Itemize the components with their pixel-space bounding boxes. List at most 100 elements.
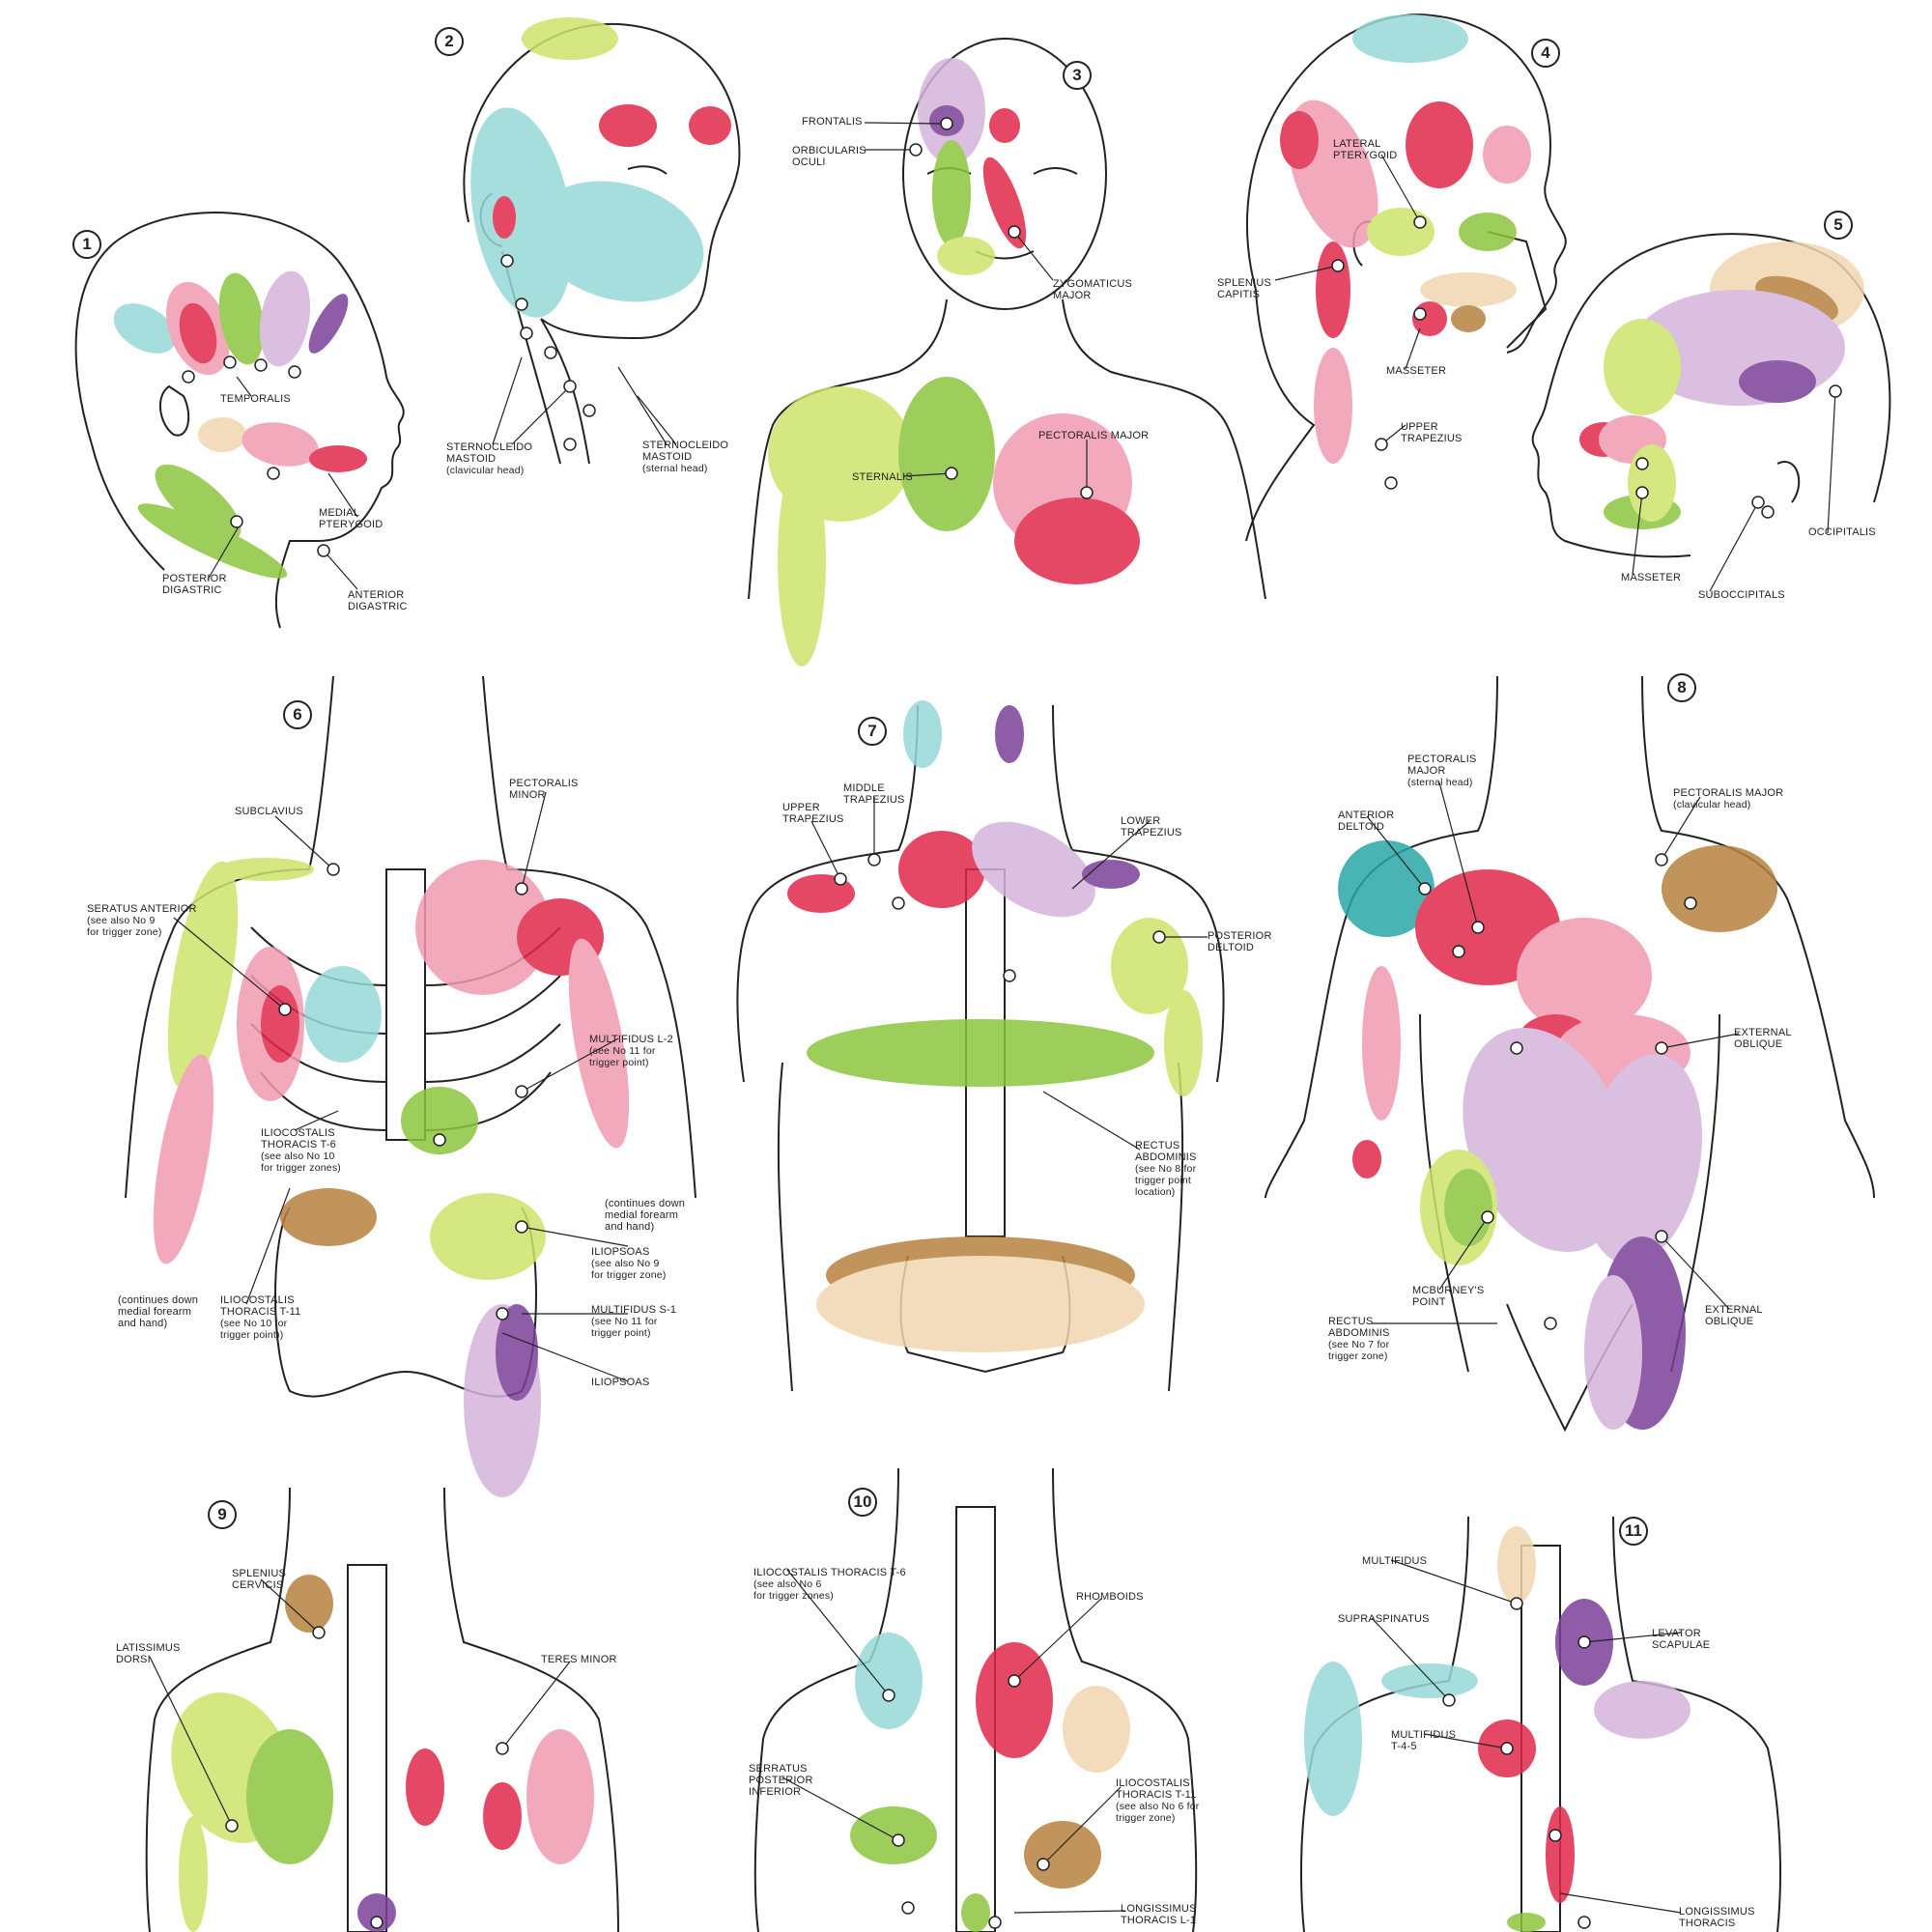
trigger-point-dot <box>1152 930 1166 944</box>
referral-zone <box>1063 1686 1130 1773</box>
leader-line <box>1709 501 1759 592</box>
leader-line <box>1583 1632 1682 1643</box>
referral-zone <box>357 1893 396 1932</box>
figure-number-9: 9 <box>208 1500 237 1529</box>
referral-zone <box>1352 14 1468 63</box>
trigger-point-dot <box>1384 476 1398 490</box>
trigger-point-dot <box>433 1133 446 1147</box>
leader-line <box>1438 781 1479 928</box>
figure-number-10: 10 <box>848 1488 877 1517</box>
referral-zone <box>415 860 551 995</box>
referral-zone <box>1111 918 1188 1014</box>
leader-line <box>864 122 943 125</box>
leader-line <box>1013 1598 1102 1682</box>
trigger-point-dot <box>1037 1858 1050 1871</box>
trigger-point-dot <box>223 355 237 369</box>
label-lateral-pterygoid: LATERAL PTERYGOID <box>1333 138 1398 161</box>
figure-number-2: 2 <box>435 27 464 56</box>
figure-number-7: 7 <box>858 717 887 746</box>
referral-zone <box>304 966 382 1063</box>
trigger-point-dot <box>1510 1041 1523 1055</box>
trigger-point-dot <box>1375 438 1388 451</box>
label-iliocostalis-t6-10: ILIOCOSTALIS THORACIS T-6(see also No 6 … <box>753 1567 906 1602</box>
trigger-point-dot <box>1331 259 1345 272</box>
trigger-point-dot <box>515 1220 528 1234</box>
label-anterior-digastric: ANTERIOR DIGASTRIC <box>348 589 408 612</box>
label-orbicularis-oculi: ORBICULARIS OCULI <box>792 145 867 168</box>
label-rhomboids: RHOMBOIDS <box>1076 1591 1144 1603</box>
leader-line <box>501 1661 571 1749</box>
referral-zone <box>1604 319 1681 415</box>
label-continues-left: (continues down medial forearm and hand) <box>118 1294 199 1329</box>
referral-zone <box>113 303 177 354</box>
referral-zone <box>526 1729 594 1864</box>
trigger-point-dot <box>515 1085 528 1098</box>
trigger-point-dot <box>327 863 340 876</box>
trigger-point-dot <box>945 467 958 480</box>
referral-zone <box>1444 1169 1492 1246</box>
referral-zone <box>1739 360 1816 403</box>
trigger-point-dot <box>496 1742 509 1755</box>
figure-number-6: 6 <box>283 700 312 729</box>
leader-line <box>274 815 334 870</box>
trigger-point-dot <box>267 467 280 480</box>
trigger-point-dot <box>834 872 847 886</box>
referral-zone <box>532 181 704 302</box>
referral-zone <box>430 1193 546 1280</box>
leader-line <box>1632 492 1643 576</box>
label-suboccipitals: SUBOCCIPITALS <box>1698 589 1785 601</box>
trigger-point-dot <box>515 882 528 895</box>
referral-zone <box>1628 444 1676 522</box>
leader-line <box>1390 1559 1518 1605</box>
leader-line <box>1661 796 1701 861</box>
referral-zone <box>218 272 265 365</box>
referral-zone <box>1420 272 1517 307</box>
trigger-point-dot <box>1442 1693 1456 1707</box>
referral-zone <box>1381 1663 1478 1698</box>
referral-zone <box>261 985 299 1063</box>
figure-1-head <box>74 212 405 629</box>
leader-line <box>323 550 358 590</box>
referral-zone <box>982 156 1027 249</box>
referral-zone <box>1316 242 1350 338</box>
label-rectus-abdominis-8: RECTUS ABDOMINIS(see No 7 for trigger zo… <box>1328 1316 1390 1362</box>
label-lower-trapezius: LOWER TRAPEZIUS <box>1121 815 1182 838</box>
label-scm-sternal: STERNOCLEIDO MASTOID(sternal head) <box>642 440 729 474</box>
referral-zone <box>778 454 826 667</box>
leader-line <box>236 376 252 397</box>
label-longissimus-11: LONGISSIMUS THORACIS <box>1679 1906 1755 1929</box>
label-serratus-anterior: SERATUS ANTERIOR(see also No 9 for trigg… <box>87 903 197 938</box>
figure-number-3: 3 <box>1063 61 1092 90</box>
referral-zone <box>155 464 242 541</box>
referral-zone <box>242 422 319 467</box>
trigger-point-dot <box>1829 384 1842 398</box>
label-middle-trapezius: MIDDLE TRAPEZIUS <box>843 782 905 806</box>
leader-line <box>294 1110 339 1131</box>
label-masseter-4: MASSETER <box>1386 365 1447 377</box>
referral-zone <box>989 108 1020 143</box>
trigger-point-dot <box>867 853 881 867</box>
referral-zone <box>1459 213 1517 251</box>
trigger-point-dot <box>230 515 243 528</box>
referral-zone <box>280 1188 377 1246</box>
trigger-point-dot <box>1481 1210 1494 1224</box>
trigger-point-dot <box>1471 921 1485 934</box>
referral-zone <box>198 417 246 452</box>
trigger-point-dot <box>892 896 905 910</box>
label-latissimus-dorsi: LATISSIMUS DORSI <box>116 1642 181 1665</box>
trigger-point-dot <box>1655 1041 1668 1055</box>
label-levator-scapulae: LEVATOR SCAPULAE <box>1652 1628 1711 1651</box>
leader-line <box>501 1332 629 1382</box>
trigger-point-dot <box>1655 853 1668 867</box>
leader-line <box>521 791 547 890</box>
trigger-point-dot <box>496 1307 509 1321</box>
trigger-point-dot <box>515 298 528 311</box>
referral-zone <box>1164 990 1203 1096</box>
label-zygomaticus-major: ZYGOMATICUS MAJOR <box>1053 278 1133 301</box>
trigger-point-dot <box>582 404 596 417</box>
trigger-point-dot <box>1003 969 1016 982</box>
label-teres-minor: TERES MINOR <box>541 1654 617 1665</box>
label-iliopsoas-a: ILIOPSOAS(see also No 9 for trigger zone… <box>591 1246 667 1281</box>
trigger-point-dot <box>940 117 953 130</box>
leader-line <box>1013 231 1054 281</box>
